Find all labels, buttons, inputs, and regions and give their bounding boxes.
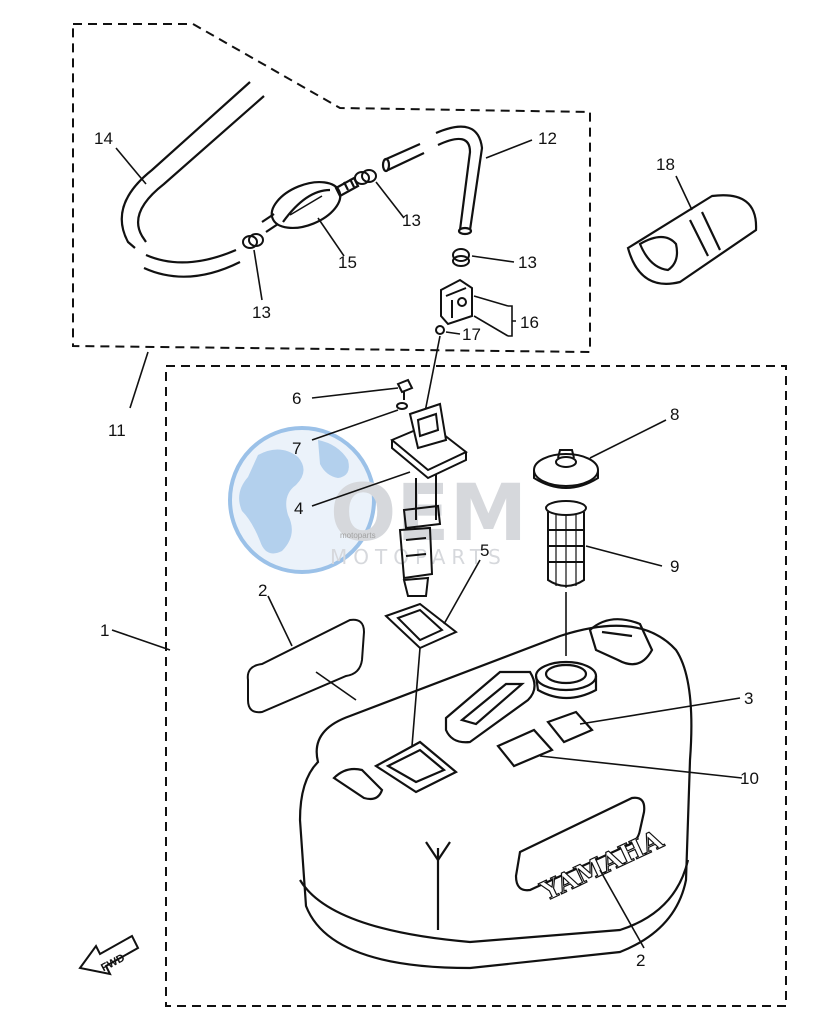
part-2-decal-sheet xyxy=(246,618,366,714)
part-15-primer-bulb xyxy=(261,176,360,233)
watermark-sub-text: MOTOPARTS xyxy=(330,545,507,569)
callout-labels: 14 12 18 13 13 13 15 16 17 11 6 7 4 5 8 … xyxy=(94,129,759,970)
callout-18: 18 xyxy=(656,155,675,174)
part-12-fuel-hose xyxy=(381,125,484,236)
hose-assembly-group-box xyxy=(72,23,591,354)
watermark-main-text: OEM xyxy=(330,469,527,559)
part-8-filler-cap xyxy=(533,449,599,489)
part-6-screw xyxy=(396,378,414,400)
callout-10: 10 xyxy=(740,769,759,788)
part-13-hose-clamp-mid xyxy=(354,169,377,185)
part-9-strainer xyxy=(545,500,587,656)
callout-4: 4 xyxy=(294,499,303,518)
callout-13-right: 13 xyxy=(518,253,537,272)
fwd-arrow-label: FWD xyxy=(99,952,127,974)
callout-2-left: 2 xyxy=(258,581,267,600)
callout-7: 7 xyxy=(292,439,301,458)
part-13-hose-clamp-right xyxy=(452,248,470,267)
callout-2-bottom: 2 xyxy=(636,951,645,970)
callout-17: 17 xyxy=(462,325,481,344)
leader-lines xyxy=(111,139,743,949)
watermark-small-text: motoparts xyxy=(340,531,376,540)
callout-13-mid: 13 xyxy=(402,211,421,230)
callout-1: 1 xyxy=(100,621,109,640)
callout-5: 5 xyxy=(480,541,489,560)
part-13-hose-clamp-left xyxy=(242,233,264,249)
callout-15: 15 xyxy=(338,253,357,272)
callout-12: 12 xyxy=(538,129,557,148)
connector-guide-line xyxy=(424,335,441,413)
watermark: OEM MOTOPARTS motoparts xyxy=(228,426,527,574)
part-14-fuel-hose xyxy=(120,81,265,278)
callout-6: 6 xyxy=(292,389,301,408)
part-1-fuel-tank xyxy=(298,618,693,970)
callout-16: 16 xyxy=(520,313,539,332)
callout-8: 8 xyxy=(670,405,679,424)
callout-11: 11 xyxy=(108,421,126,440)
part-7-washer xyxy=(396,402,408,410)
part-16-connector xyxy=(440,278,473,326)
part-5-gasket xyxy=(384,602,458,747)
part-17-o-ring xyxy=(435,325,445,335)
tank-brand-text: YAMAHA xyxy=(536,825,669,908)
callout-3: 3 xyxy=(744,689,753,708)
callout-13-left: 13 xyxy=(252,303,271,322)
part-18-cover xyxy=(626,194,758,285)
callout-9: 9 xyxy=(670,557,679,576)
callout-14: 14 xyxy=(94,129,113,148)
fwd-direction-arrow: FWD xyxy=(78,934,140,976)
part-4-fuel-pickup-assembly xyxy=(390,402,468,597)
